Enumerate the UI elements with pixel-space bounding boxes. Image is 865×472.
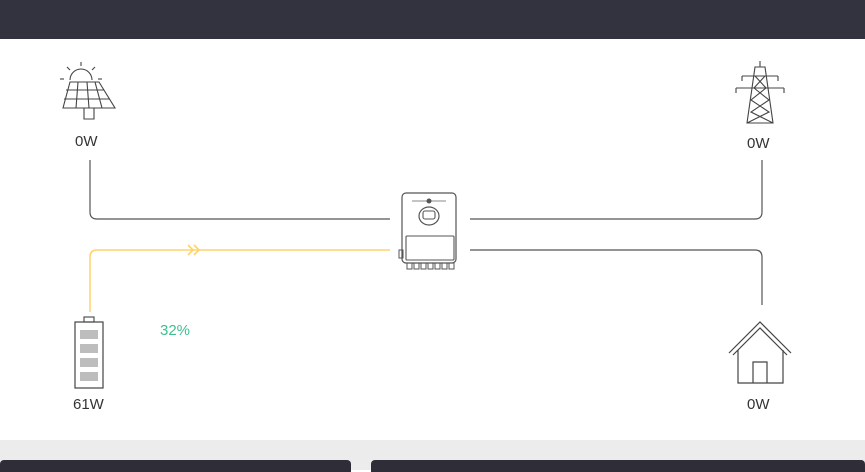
solar-flow-line <box>89 160 390 220</box>
load-flow-line <box>470 249 763 305</box>
grid-power-value: 0W <box>747 135 770 152</box>
left-card-header <box>0 460 351 472</box>
bottom-panel-area <box>0 440 865 472</box>
energy-flow-panel: 0W 0W 32% 61W 0W <box>0 39 865 440</box>
inverter-icon <box>398 192 457 270</box>
battery-power-value: 61W <box>73 396 104 413</box>
battery-icon <box>74 316 104 389</box>
house-icon <box>728 321 792 384</box>
solar-power-value: 0W <box>75 133 98 150</box>
battery-flow-line <box>89 249 390 312</box>
power-tower-icon <box>735 61 785 124</box>
battery-soc-value: 32% <box>160 322 191 339</box>
right-card-header <box>371 460 865 472</box>
load-power-value: 0W <box>747 396 770 413</box>
flow-direction-icon <box>187 244 201 256</box>
solar-panel-icon <box>60 62 116 120</box>
grid-flow-line <box>470 160 763 220</box>
flow-lines <box>60 61 792 389</box>
top-bar <box>0 0 865 39</box>
